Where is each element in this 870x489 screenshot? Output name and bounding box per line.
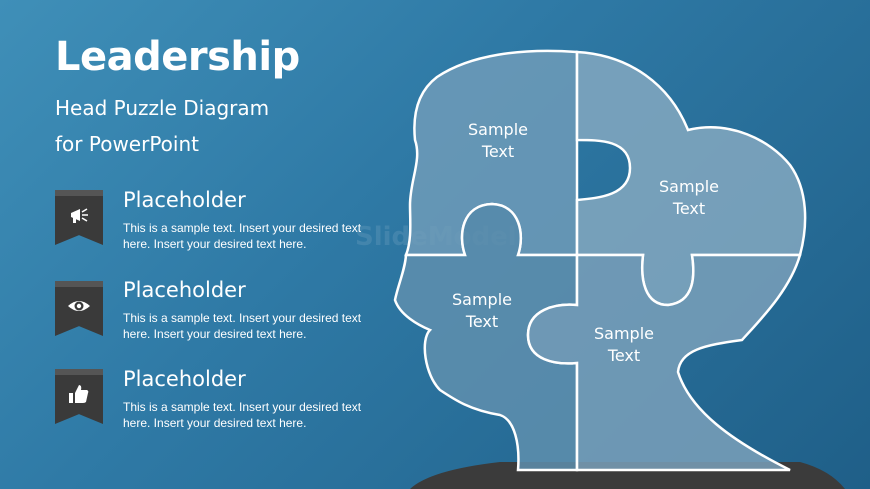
piece-label-top-right: Sample Text <box>644 176 734 220</box>
piece-label-bottom-left: Sample Text <box>437 289 527 333</box>
piece-label-top-left: Sample Text <box>453 119 543 163</box>
piece-label-bottom-right: Sample Text <box>579 323 669 367</box>
